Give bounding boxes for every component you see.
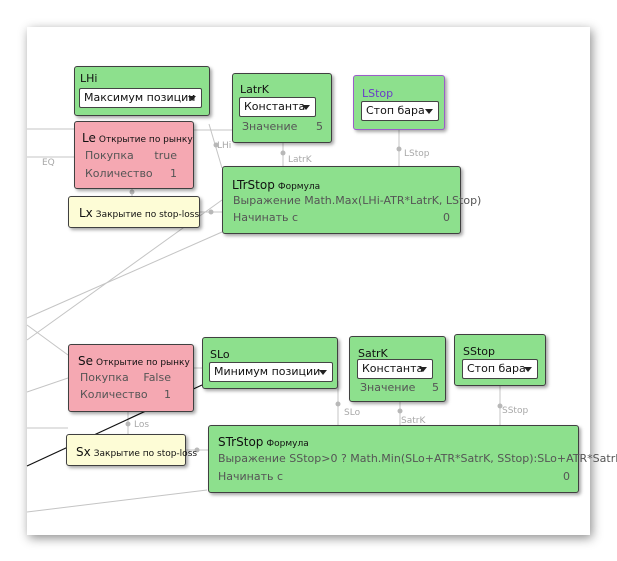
latrk-value: 5: [316, 120, 323, 133]
se-row1-label: Покупка: [80, 371, 129, 384]
port-label-ltrstop-out: Los: [134, 420, 150, 430]
chevron-down-icon: [302, 105, 310, 110]
le-row1-label: Покупка: [85, 149, 134, 162]
strstop-subtitle: Формула: [266, 439, 309, 449]
strstop-title: STrStop: [218, 435, 264, 449]
strstop-expr-label: Выражение: [218, 452, 286, 465]
sx-title: Sx: [76, 445, 91, 459]
port-label-eq: EQ: [42, 158, 55, 168]
sx-subtitle: Закрытие по stop-loss: [93, 449, 198, 459]
satrk-value-label: Значение: [360, 381, 416, 394]
node-sstop-title: SStop: [463, 345, 495, 358]
ltrstop-start-label: Начинать с: [233, 211, 299, 224]
ltrstop-expr: Math.Max(LHi-ATR*LatrK, LStop): [304, 194, 482, 207]
node-sstop[interactable]: SStop Стоп бара: [454, 334, 546, 386]
se-row2-value: 1: [164, 388, 171, 401]
node-slo-title: SLo: [210, 348, 230, 361]
ltrstop-expr-label: Выражение: [233, 194, 301, 207]
slo-select[interactable]: Минимум позиции: [209, 362, 333, 382]
port-dot-latrk: [280, 150, 286, 156]
node-satrk[interactable]: SatrK Константа Значение 5: [349, 336, 446, 402]
latrk-select-value: Константа: [244, 100, 306, 113]
node-latrk[interactable]: LatrK Константа Значение 5: [232, 73, 332, 143]
lx-subtitle: Закрытие по stop-loss: [95, 210, 200, 220]
wire-left-to-se: [26, 324, 69, 356]
ltrstop-expr-row: Выражение Math.Max(LHi-ATR*LatrK, LStop): [233, 194, 481, 207]
lhi-select[interactable]: Максимум позиции: [79, 88, 202, 108]
lx-title: Lx: [79, 206, 93, 220]
chevron-down-icon: [419, 367, 427, 372]
node-satrk-title: SatrK: [358, 347, 388, 360]
se-row2-label: Количество: [80, 388, 148, 401]
satrk-value: 5: [432, 381, 439, 394]
chevron-down-icon: [425, 109, 433, 114]
node-lstop[interactable]: LStop Стоп бара: [353, 75, 445, 130]
le-subtitle: Открытие по рынку: [98, 135, 193, 145]
ltrstop-start-value: 0: [443, 211, 450, 224]
port-dot-sx: [194, 447, 200, 453]
port-label-slo: SLo: [344, 408, 361, 418]
lstop-select[interactable]: Стоп бара: [361, 101, 439, 121]
strstop-start-label: Начинать с: [218, 470, 284, 483]
node-lhi[interactable]: LHi Максимум позиции: [74, 66, 210, 116]
node-lhi-title: LHi: [80, 72, 98, 85]
chevron-down-icon: [524, 367, 532, 372]
wire-left-to-ltrstop-1: [26, 231, 223, 319]
port-dot-lstop: [396, 146, 402, 152]
chevron-down-icon: [188, 96, 196, 101]
port-dot-se: [125, 421, 131, 427]
lhi-select-value: Максимум позиции: [84, 91, 196, 104]
le-row2-label: Количество: [85, 167, 153, 180]
se-subtitle: Открытие по рынку: [96, 358, 190, 368]
latrk-value-label: Значение: [242, 120, 298, 133]
node-lstop-title: LStop: [362, 87, 394, 100]
se-title: Se: [78, 354, 93, 368]
port-label-lhi: LHi: [217, 141, 232, 151]
slo-select-value: Минимум позиции: [214, 365, 321, 378]
sstop-select-value: Стоп бара: [467, 362, 526, 375]
port-dot-le: [129, 189, 135, 195]
le-row1-value: true: [154, 149, 177, 162]
wire-left-to-se-2: [26, 377, 69, 393]
port-label-latrk: LatrK: [288, 155, 312, 165]
se-row1-value: False: [143, 371, 171, 384]
port-label-lstop: LStop: [404, 149, 430, 159]
port-dot-satrk: [397, 408, 403, 414]
lstop-select-value: Стоп бара: [366, 104, 425, 117]
ltrstop-title: LTrStop: [232, 178, 275, 192]
port-label-sstop: SStop: [502, 406, 529, 416]
le-title: Le: [82, 131, 96, 145]
ltrstop-subtitle: Формула: [277, 182, 321, 192]
strstop-expr-row: Выражение SStop>0 ? Math.Min(SLo+ATR*Sat…: [218, 452, 617, 465]
port-dot-sstop: [497, 403, 503, 409]
strstop-start-value: 0: [563, 470, 570, 483]
satrk-select-value: Константа: [362, 362, 424, 375]
port-dot-slo: [335, 401, 341, 407]
chevron-down-icon: [319, 370, 327, 375]
port-label-satrk: SatrK: [401, 416, 426, 426]
sstop-select[interactable]: Стоп бара: [462, 359, 538, 379]
le-row2-value: 1: [170, 167, 177, 180]
node-latrk-title: LatrK: [240, 83, 269, 96]
wire-left-to-strstop: [26, 489, 208, 513]
port-dot-lhi: [213, 142, 219, 148]
latrk-select[interactable]: Константа: [239, 97, 316, 117]
node-slo[interactable]: SLo Минимум позиции: [202, 337, 338, 389]
strstop-expr: SStop>0 ? Math.Min(SLo+ATR*SatrK, SStop)…: [289, 452, 617, 465]
satrk-select[interactable]: Константа: [357, 359, 433, 379]
port-dot-ltrstop: [208, 209, 214, 215]
